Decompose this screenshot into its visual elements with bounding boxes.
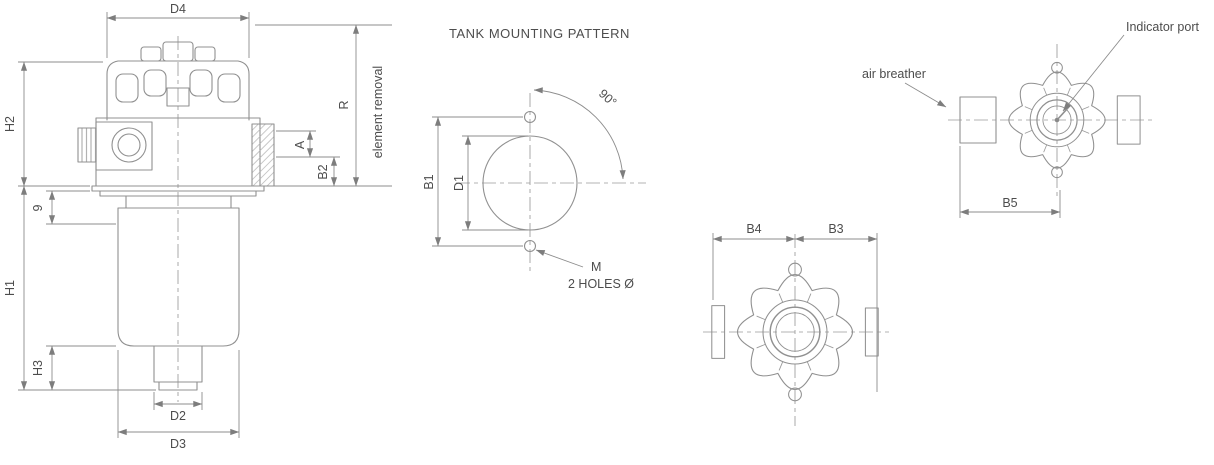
dim-label-d4: D4 [170, 2, 186, 16]
dim-label-b3: B3 [828, 222, 843, 236]
dim-label-b5: B5 [1002, 196, 1017, 210]
bottom-view-flange [711, 262, 879, 402]
air-breather-label: air breather [862, 67, 926, 81]
dim-label-h3: H3 [31, 360, 45, 376]
top-view-flange [1008, 61, 1141, 179]
element-removal-label: element removal [371, 66, 385, 158]
holes-leader-line [535, 249, 584, 268]
side-port [111, 127, 147, 163]
dim-label-h2: H2 [3, 116, 17, 132]
inlet-stub [77, 127, 97, 163]
mounting-hole-bottom [523, 239, 537, 253]
indicator-port-label: Indicator port [1126, 20, 1199, 34]
top-flange-hole-top [1051, 61, 1063, 74]
tank-mounting-pattern-drawing: TANK MOUNTING PATTERN 90° B1 D1 M 2 HOLE… [422, 26, 646, 291]
center-port [769, 306, 821, 358]
flange-hole-top [788, 262, 802, 277]
filter-head [77, 117, 275, 187]
dim-h3 [46, 345, 116, 391]
dim-label-d1: D1 [452, 175, 466, 191]
holes-label: 2 HOLES Ø [568, 277, 634, 291]
indicator-gauge-face [1042, 105, 1072, 135]
indicator-gauge-rim [1036, 99, 1078, 141]
dim-label-d3: D3 [170, 437, 186, 451]
dim-label-b1: B1 [422, 174, 436, 189]
top-flange-hole-bottom [1051, 166, 1063, 179]
right-side-port [864, 307, 879, 357]
dim-label-a: A [293, 140, 307, 149]
dim-9 [46, 190, 116, 225]
dim-d1 [462, 135, 528, 231]
mounting-pattern-title: TANK MOUNTING PATTERN [449, 26, 630, 41]
left-side-port [711, 305, 726, 359]
dim-element-removal [255, 24, 392, 187]
dim-label-h1: H1 [3, 280, 17, 296]
dim-label-b2: B2 [316, 164, 330, 179]
side-view-drawing: D4 H2 H1 9 H3 [3, 2, 392, 451]
gauge-hub [1054, 117, 1060, 123]
dim-b4-b3 [712, 233, 878, 392]
dim-label-r: R [337, 100, 351, 109]
filter-bowl [117, 195, 240, 391]
dim-d2-d3 [117, 350, 240, 438]
dim-b5 [959, 146, 1061, 218]
dim-label-9: 9 [31, 204, 45, 211]
threaded-connector [251, 123, 275, 187]
top-view-drawing: air breather Indicator port B5 [862, 20, 1199, 218]
dim-b1 [432, 116, 523, 247]
thread-label-m: M [591, 260, 601, 274]
indicator-port-leader [1062, 34, 1125, 112]
air-breather-block [959, 96, 997, 144]
dim-label-d2: D2 [170, 409, 186, 423]
dim-h2-h1 [18, 61, 156, 391]
bottom-view-drawing: B4 B3 [703, 222, 889, 426]
gauge-needle [1056, 105, 1071, 121]
dim-d4 [106, 12, 250, 58]
filter-cap [106, 60, 250, 121]
flange-hole-bottom [788, 387, 802, 402]
outlet-connector [1116, 95, 1141, 145]
mounting-bore-circle [482, 135, 578, 231]
dim-a-b2 [266, 130, 392, 187]
angle-arc-90 [533, 87, 626, 180]
angle-label-90: 90° [596, 87, 619, 110]
air-breather-leader [904, 82, 947, 108]
dim-label-b4: B4 [746, 222, 761, 236]
